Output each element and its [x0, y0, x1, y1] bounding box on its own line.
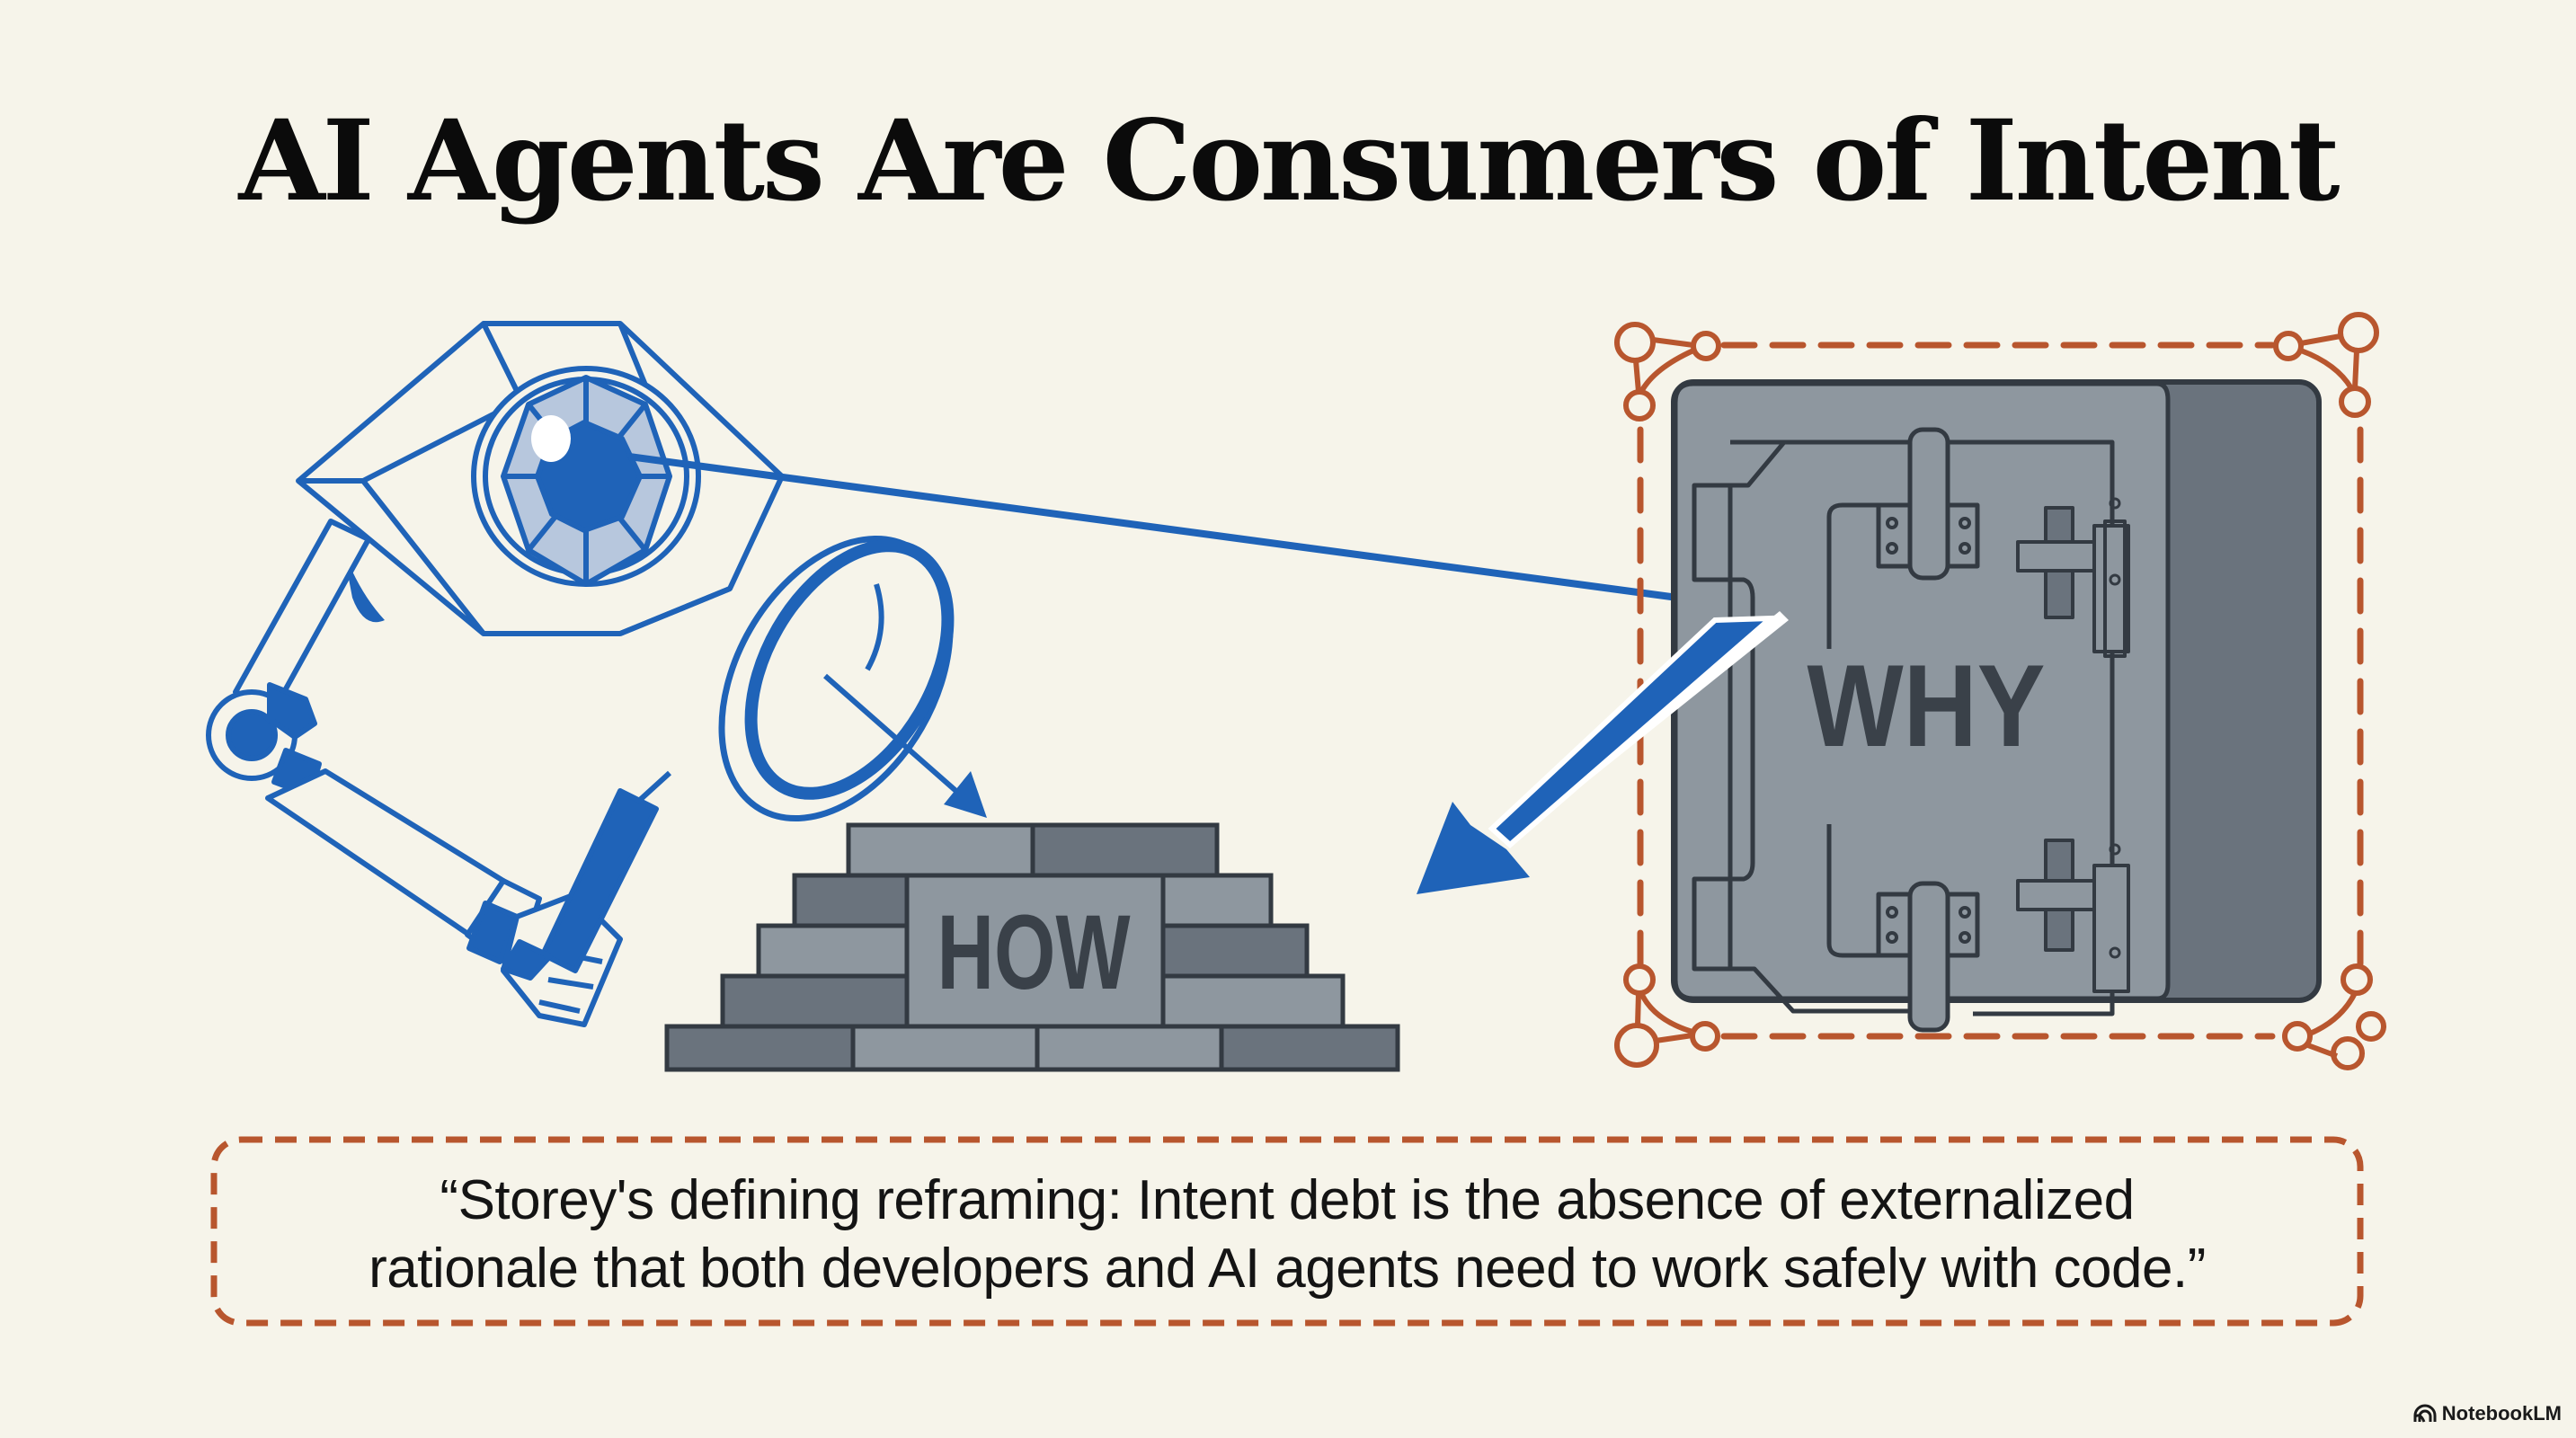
why-to-how-arrow — [1417, 611, 1789, 894]
quote-dashed-border — [210, 1136, 2364, 1327]
magnifier-to-how-arrow — [823, 673, 987, 818]
robot-eye-icon — [296, 321, 785, 636]
why-label: WHY — [1808, 640, 2046, 771]
magnifying-glass-icon — [637, 535, 955, 822]
page-title: AI Agents Are Consumers of Intent — [238, 96, 2340, 226]
quote-box: “Storey's defining reframing: Intent deb… — [210, 1136, 2364, 1327]
quote-line-2: rationale that both developers and AI ag… — [369, 1238, 2206, 1300]
eye-to-why-line — [628, 453, 1779, 615]
notebooklm-logo-icon — [2413, 1404, 2437, 1423]
node-corner-icon — [1614, 322, 1721, 422]
node-corner-icon — [1614, 963, 1720, 1068]
quote-text: “Storey's defining reframing: Intent deb… — [210, 1167, 2364, 1303]
notebooklm-brand: NotebookLM — [2413, 1402, 2562, 1425]
brick-wall-icon — [664, 822, 1400, 1072]
node-corner-icon — [2282, 963, 2386, 1070]
brand-label: NotebookLM — [2441, 1402, 2562, 1425]
robot-arm-icon — [206, 519, 659, 1027]
node-corner-icon — [2273, 312, 2379, 418]
quote-line-1: “Storey's defining reframing: Intent deb… — [440, 1169, 2135, 1231]
how-label: HOW — [937, 893, 1131, 1012]
vault-door-icon — [1671, 379, 2322, 1033]
